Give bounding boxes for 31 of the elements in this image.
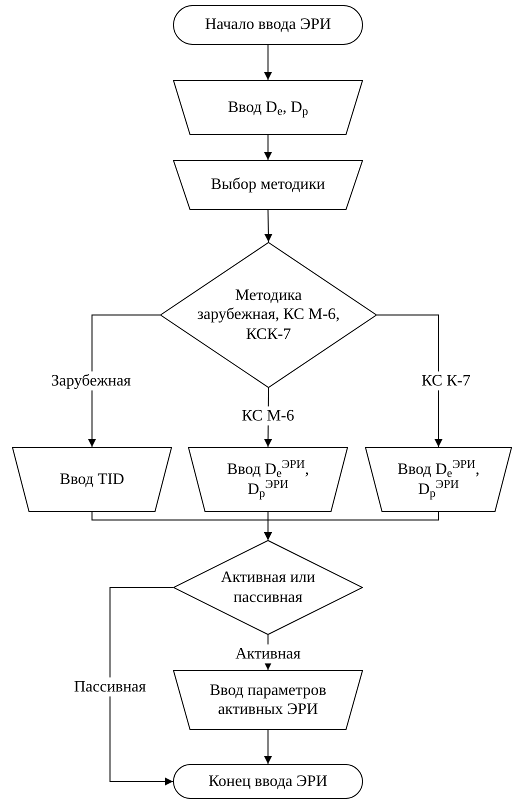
node-text: Конец ввода ЭРИ xyxy=(208,772,328,792)
arrow xyxy=(264,210,272,242)
arrow xyxy=(264,730,272,764)
node-text: Ввод TID xyxy=(60,470,124,490)
edge-label: КС М-6 xyxy=(240,406,296,426)
edge-label: КС К-7 xyxy=(420,371,472,391)
arrow xyxy=(376,314,442,448)
node-text: Начало ввода ЭРИ xyxy=(204,15,332,35)
input-trapezoid xyxy=(173,670,363,730)
node-text: Выбор методики xyxy=(210,175,326,195)
input-trapezoid xyxy=(173,160,363,210)
edge-label: Активная xyxy=(233,644,303,664)
input-trapezoid xyxy=(188,447,348,512)
node-text: Ввод параметров активных ЭРИ xyxy=(208,680,328,720)
node-text: Методика зарубежная, КС М-6, КСК-7 xyxy=(196,286,341,344)
edge-label: Зарубежная xyxy=(49,371,133,391)
arrow xyxy=(110,587,174,786)
input-trapezoid xyxy=(173,80,363,135)
decision-diamond xyxy=(173,540,363,635)
terminal-shape xyxy=(173,5,363,45)
input-trapezoid xyxy=(365,447,512,512)
edge-label: Пассивная xyxy=(72,677,148,697)
input-trapezoid xyxy=(12,447,172,512)
arrow xyxy=(264,134,272,160)
decision-diamond xyxy=(160,242,377,388)
node-text: Ввод D$_{e}$, D$_{p}$ xyxy=(228,98,308,118)
terminal-shape xyxy=(173,764,363,799)
arrow xyxy=(88,314,160,448)
arrow xyxy=(264,512,439,540)
arrow xyxy=(264,44,272,80)
node-text: Активная или пассивная xyxy=(220,568,316,607)
